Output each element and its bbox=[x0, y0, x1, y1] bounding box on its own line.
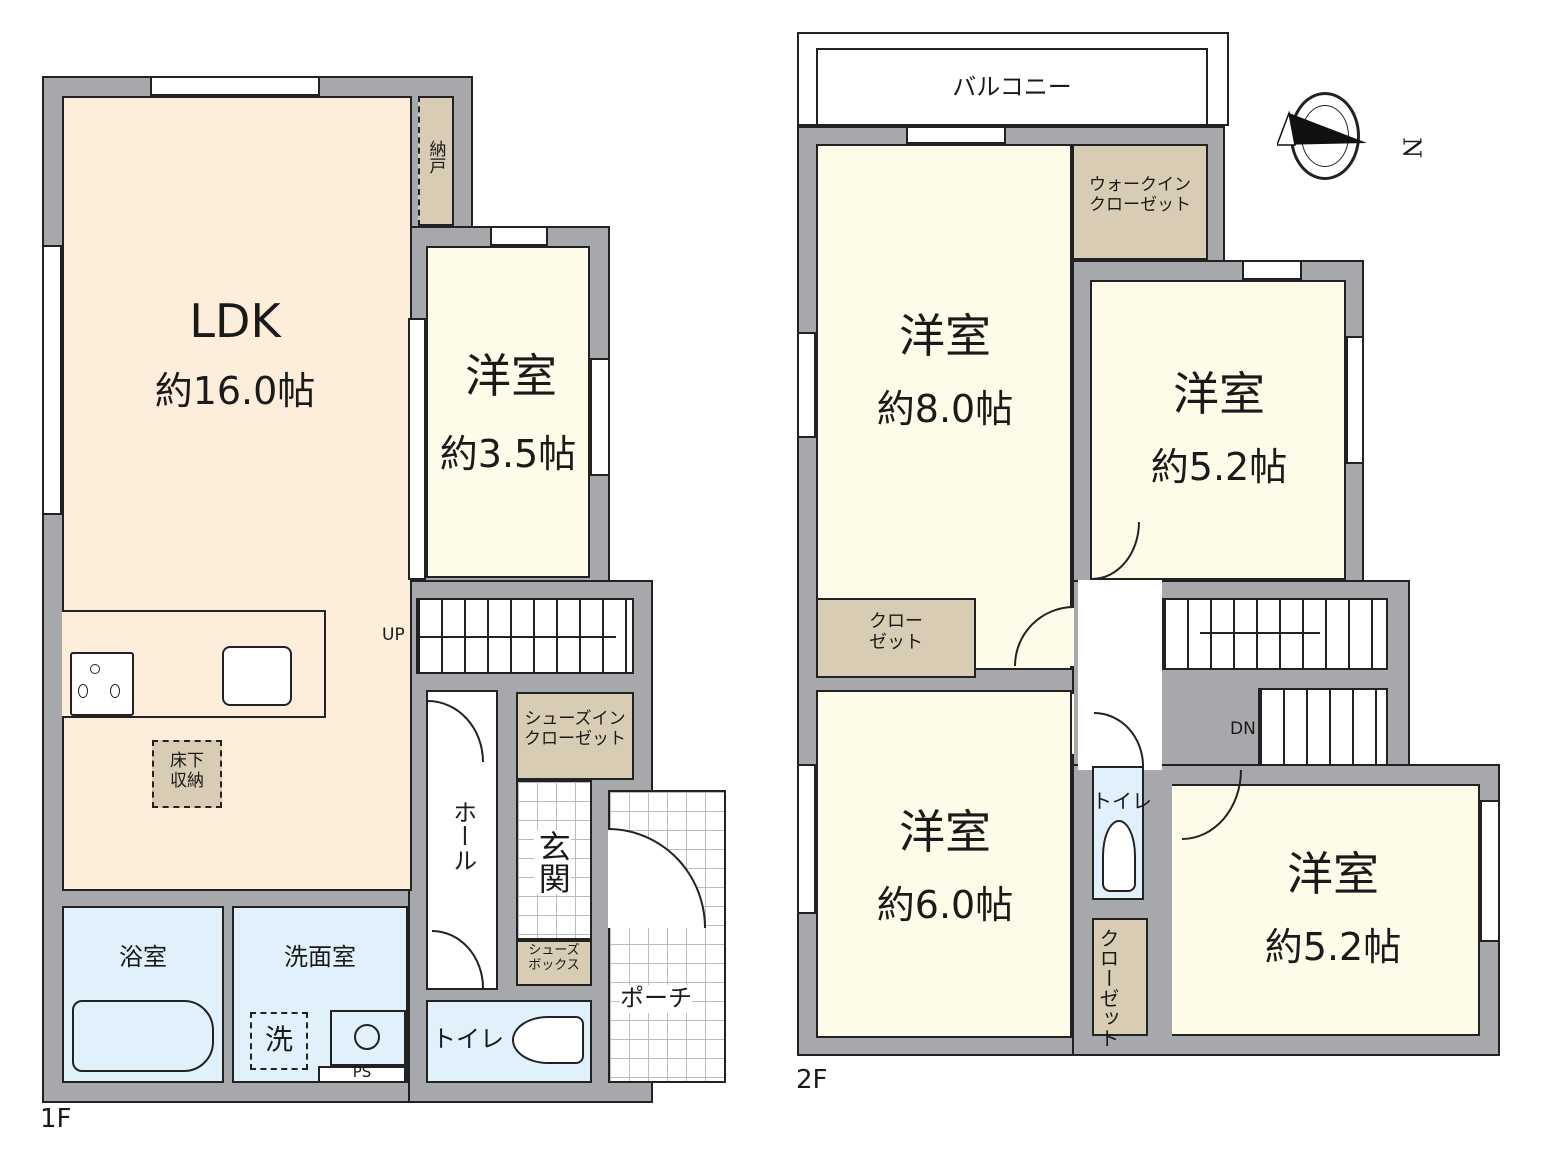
pipe-space bbox=[318, 1066, 406, 1083]
hall-label: ホール bbox=[448, 800, 477, 872]
room-western-6 bbox=[816, 690, 1072, 1038]
stairs-split-line bbox=[416, 636, 616, 638]
window-ldk-west bbox=[42, 245, 62, 515]
room-western-3-5 bbox=[426, 246, 590, 578]
toilet-1f-label: トイレ bbox=[432, 1025, 504, 1053]
window-west52a-north bbox=[1242, 260, 1302, 280]
underfloor-storage-label: 床下収納 bbox=[170, 751, 204, 791]
window-west35-north bbox=[490, 226, 548, 246]
window-west35-west bbox=[408, 318, 426, 580]
western-3-5-label: 洋室 bbox=[465, 349, 557, 403]
floor-2f: バルコニー N ウォークインクローゼット 洋室 約8.0帖 洋室 約5.2帖 D… bbox=[780, 0, 1542, 1151]
closet-a-label: クローゼット bbox=[869, 611, 923, 653]
western-6-label: 洋室 bbox=[899, 805, 991, 859]
washroom-label: 洗面室 bbox=[284, 943, 356, 971]
window-west8-north bbox=[906, 126, 1006, 144]
toilet-2f-icon bbox=[1102, 820, 1136, 892]
room-walk-in-closet bbox=[1072, 144, 1208, 260]
western-8-label: 洋室 bbox=[899, 309, 991, 363]
room-western-5-2b bbox=[1172, 784, 1480, 1036]
shoes-box-label: シューズボックス bbox=[528, 943, 580, 973]
balcony-inner bbox=[816, 48, 1208, 126]
storeroom-label: 納戸 bbox=[425, 140, 446, 174]
window-west52a-east bbox=[1346, 336, 1364, 464]
window-west35-east bbox=[590, 358, 610, 476]
room-western-8 bbox=[816, 144, 1072, 670]
stairs-2f bbox=[1162, 598, 1388, 670]
stairs-down-label: DN bbox=[1230, 719, 1256, 739]
floor-1f: 納戸 LDK 約16.0帖 床下収納 洋室 約3.5帖 UP ホール シューズイ… bbox=[40, 76, 726, 1134]
washbasin-icon bbox=[330, 1010, 406, 1066]
window-west52b-east bbox=[1480, 800, 1500, 942]
bathtub-icon bbox=[72, 1000, 214, 1072]
window-west6-west bbox=[797, 764, 816, 914]
pipe-space-label: PS bbox=[352, 1063, 372, 1081]
stairs-2f-lower bbox=[1258, 688, 1388, 766]
western-3-5-area: 約3.5帖 bbox=[439, 432, 577, 476]
shoes-in-closet-label: シューズインクローゼット bbox=[524, 709, 626, 749]
window-west8-west bbox=[797, 332, 816, 438]
toilet-2f-label: トイレ bbox=[1092, 789, 1152, 813]
balcony-outer bbox=[797, 32, 1229, 126]
bathroom-label: 浴室 bbox=[119, 943, 167, 971]
floor-2f-label: 2F bbox=[796, 1065, 828, 1095]
room-ldk bbox=[62, 96, 412, 891]
sink-icon bbox=[222, 646, 292, 706]
room-closet-b bbox=[1092, 918, 1148, 1036]
western-5-2b-label: 洋室 bbox=[1287, 847, 1379, 901]
room-closet-a bbox=[816, 598, 976, 678]
toilet-icon bbox=[512, 1016, 584, 1064]
stove-icon bbox=[70, 652, 134, 716]
room-porch bbox=[608, 790, 726, 1083]
room-shoes-box bbox=[516, 940, 592, 986]
porch-label: ポーチ bbox=[620, 984, 692, 1013]
washer-label: 洗 bbox=[264, 1023, 293, 1056]
walk-in-closet-label: ウォークインクローゼット bbox=[1089, 175, 1191, 215]
western-5-2a-area: 約5.2帖 bbox=[1150, 445, 1288, 489]
floor-1f-label: 1F bbox=[40, 1104, 72, 1134]
western-6-area: 約6.0帖 bbox=[876, 883, 1014, 927]
closet-b-label: クローゼット bbox=[1096, 928, 1120, 1048]
room-western-5-2a bbox=[1090, 280, 1346, 580]
entrance-label: 玄関 bbox=[533, 830, 572, 894]
western-8-area: 約8.0帖 bbox=[876, 387, 1014, 431]
stairs-arrow-icon bbox=[1200, 632, 1320, 634]
ldk-area: 約16.0帖 bbox=[154, 369, 316, 413]
room-shoes-in-closet bbox=[516, 692, 634, 780]
stairs-up-label: UP bbox=[382, 625, 405, 645]
window-ldk-north bbox=[150, 76, 320, 96]
western-5-2b-area: 約5.2帖 bbox=[1264, 925, 1402, 969]
room-storeroom bbox=[418, 96, 454, 226]
ldk-label: LDK bbox=[189, 294, 281, 348]
compass-north-label: N bbox=[1397, 137, 1426, 159]
balcony-label: バルコニー bbox=[952, 73, 1072, 101]
washer-space bbox=[250, 1012, 308, 1070]
compass-icon bbox=[1277, 92, 1367, 180]
western-5-2a-label: 洋室 bbox=[1173, 367, 1265, 421]
underfloor-storage bbox=[152, 740, 222, 808]
